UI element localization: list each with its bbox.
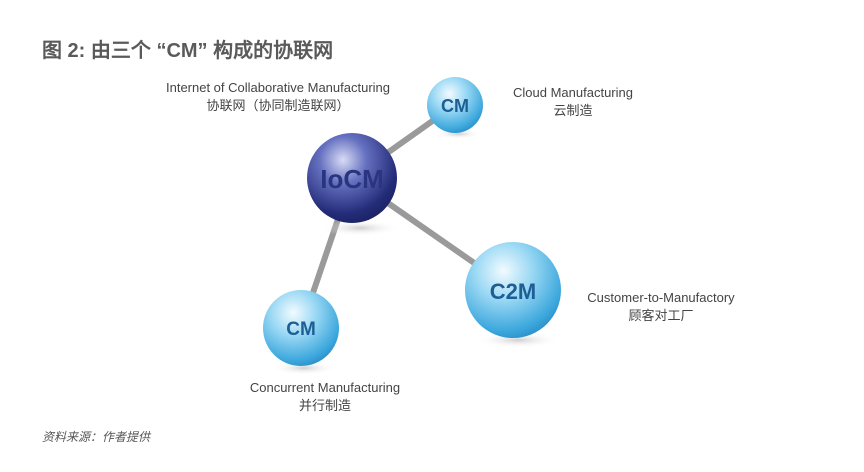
- node-cloud-label: CM: [441, 96, 469, 116]
- source-note: 资料来源：作者提供: [42, 430, 151, 444]
- center-name-zh: 协联网（协同制造联网）: [206, 98, 350, 113]
- c2m-name-zh: 顾客对工厂: [628, 308, 694, 323]
- c2m-name-en: Customer-to-Manufactory: [587, 290, 735, 305]
- cloud-name-en: Cloud Manufacturing: [513, 85, 633, 100]
- concurrent-name-zh: 并行制造: [298, 398, 351, 413]
- c2m-caption: Customer-to-Manufactory 顾客对工厂: [566, 289, 756, 325]
- concurrent-name-en: Concurrent Manufacturing: [249, 380, 401, 395]
- concurrent-caption: Concurrent Manufacturing 并行制造: [225, 379, 425, 415]
- node-c2m: C2M: [465, 242, 561, 338]
- node-concurrent-label: CM: [286, 319, 316, 340]
- center-name-en: Internet of Collaborative Manufacturing: [165, 80, 390, 95]
- node-center: IoCM: [307, 133, 397, 223]
- node-concurrent: CM: [263, 290, 339, 366]
- center-caption: Internet of Collaborative Manufacturing …: [138, 79, 418, 115]
- figure-title: 图 2: 由三个 “CM” 构成的协联网: [42, 40, 334, 62]
- cloud-caption: Cloud Manufacturing 云制造: [498, 84, 648, 120]
- cloud-name-zh: 云制造: [553, 103, 593, 118]
- node-center-label: IoCM: [320, 164, 384, 194]
- node-c2m-label: C2M: [490, 279, 536, 304]
- node-cloud: CM: [427, 77, 483, 133]
